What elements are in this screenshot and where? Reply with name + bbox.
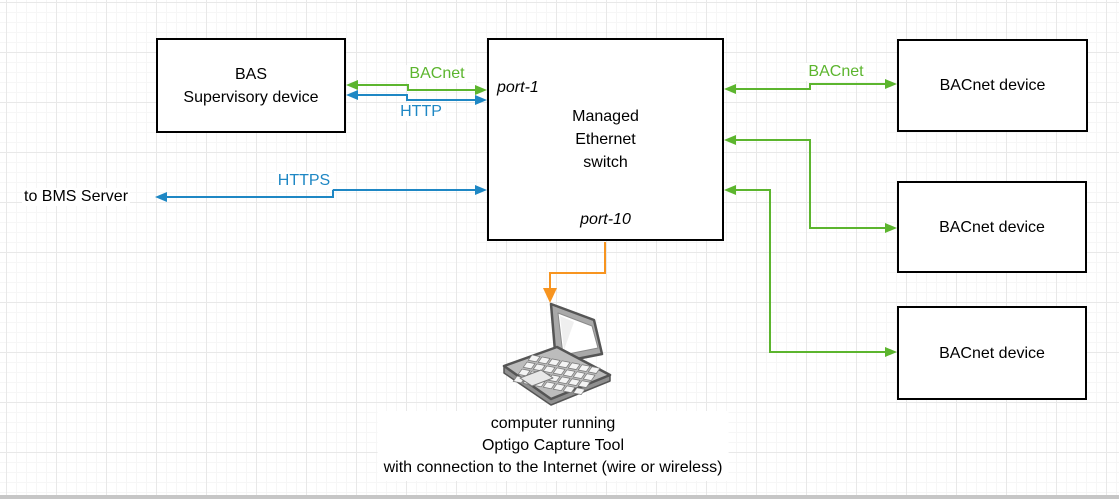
arrowhead-https-start bbox=[155, 192, 167, 202]
caption-line-2: Optigo Capture Tool bbox=[481, 437, 624, 454]
edge-label-https[interactable]: HTTPS bbox=[274, 172, 334, 190]
edge-http-bas-switch[interactable] bbox=[346, 90, 487, 105]
switch-name-line2: Ethernet bbox=[575, 131, 636, 148]
edge-bacnet-bas-switch[interactable] bbox=[346, 80, 487, 95]
laptop-screen-glare bbox=[560, 316, 574, 350]
edge-bacnet-switch-device3[interactable] bbox=[724, 185, 897, 357]
edge-bacnet-switch-device2[interactable] bbox=[724, 135, 897, 233]
edge-bacnet-device2-line[interactable] bbox=[736, 139, 885, 229]
arrowhead-device3-end bbox=[885, 347, 897, 357]
edge-bacnet-left-line[interactable] bbox=[358, 84, 475, 91]
arrowhead-https-end bbox=[475, 185, 487, 195]
edge-label-bacnet-right[interactable]: BACnet bbox=[805, 63, 867, 81]
edge-capture-switch-laptop[interactable] bbox=[543, 242, 606, 303]
node-managed-ethernet-switch[interactable]: port-1 Managed Ethernet switch port-10 bbox=[487, 38, 724, 241]
caption-line-3: with connection to the Internet (wire or… bbox=[383, 459, 723, 476]
arrowhead-device1-start bbox=[724, 84, 736, 94]
arrowhead-device2-end bbox=[885, 223, 897, 233]
bas-title: BAS bbox=[234, 65, 267, 83]
port-10-label: port-10 bbox=[580, 211, 631, 228]
arrowhead-device3-start bbox=[724, 185, 736, 195]
arrowhead-bacnet-left-start bbox=[346, 80, 358, 90]
node-bas-supervisory-device[interactable]: BAS Supervisory device bbox=[156, 38, 346, 133]
edge-http-line[interactable] bbox=[358, 94, 475, 101]
port-1-label: port-1 bbox=[497, 79, 539, 96]
edge-bacnet-device1-line[interactable] bbox=[736, 83, 885, 90]
horizontal-scrollbar[interactable] bbox=[0, 495, 1119, 499]
laptop-icon[interactable] bbox=[502, 302, 612, 406]
edge-bacnet-device3-line[interactable] bbox=[736, 189, 885, 353]
switch-name-line1: Managed bbox=[572, 108, 639, 125]
bacnet-device-1-label: BACnet device bbox=[939, 77, 1046, 94]
text-to-bms-server[interactable]: to BMS Server bbox=[22, 188, 131, 206]
node-bacnet-device-2[interactable]: BACnet device bbox=[897, 181, 1087, 273]
arrowhead-http-end bbox=[475, 95, 487, 105]
node-bacnet-device-1[interactable]: BACnet device bbox=[897, 39, 1088, 132]
arrowhead-http-start bbox=[346, 90, 358, 100]
edge-bacnet-switch-device1[interactable] bbox=[724, 79, 897, 94]
edge-https-bms-switch[interactable] bbox=[155, 185, 487, 202]
edge-label-bacnet-left[interactable]: BACnet bbox=[406, 65, 468, 83]
edge-label-http[interactable]: HTTP bbox=[397, 103, 445, 121]
laptop-touchpad bbox=[519, 369, 554, 387]
edge-https-line[interactable] bbox=[167, 189, 475, 198]
arrowhead-bacnet-left-end bbox=[475, 85, 487, 95]
arrowhead-capture-end bbox=[543, 288, 557, 303]
arrowhead-device1-end bbox=[885, 79, 897, 89]
caption-line-1: computer running bbox=[490, 415, 616, 432]
bacnet-device-3-label: BACnet device bbox=[939, 344, 1045, 362]
node-bacnet-device-3[interactable]: BACnet device bbox=[897, 306, 1087, 400]
switch-name-line3: switch bbox=[583, 154, 628, 171]
bacnet-device-2-label: BACnet device bbox=[939, 218, 1045, 236]
bas-subtitle: Supervisory device bbox=[183, 88, 319, 106]
laptop-caption[interactable]: computer running Optigo Capture Tool wit… bbox=[377, 411, 729, 481]
edge-capture-line[interactable] bbox=[549, 242, 606, 289]
arrowhead-device2-start bbox=[724, 135, 736, 145]
